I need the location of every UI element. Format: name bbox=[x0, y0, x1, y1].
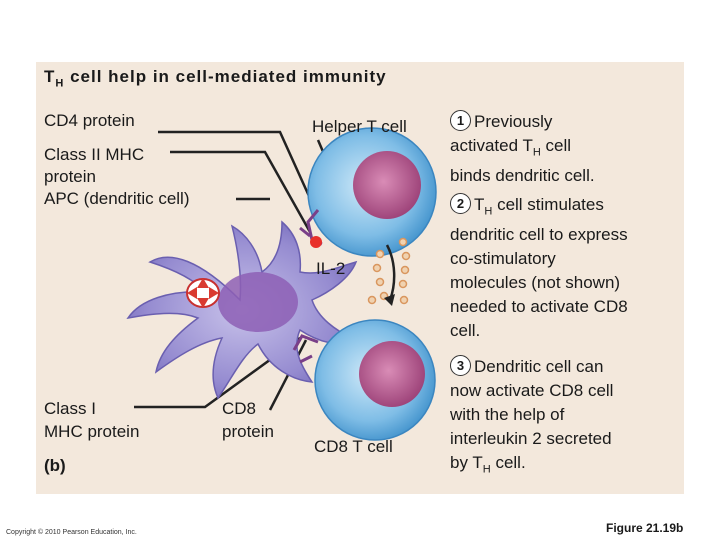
helper-t-label: Helper T cell bbox=[312, 117, 407, 136]
helper-t-cell bbox=[299, 127, 437, 257]
class2-mhc-label-line1: Class II MHC bbox=[44, 145, 145, 164]
class2-leader-line bbox=[170, 150, 312, 233]
cd8-protein-label-line2: protein bbox=[222, 422, 274, 441]
cd4-leader-line bbox=[158, 130, 320, 217]
dendritic-cell bbox=[126, 220, 358, 400]
panel-label: (b) bbox=[44, 456, 66, 475]
cd8-protein-label-line1: CD8 bbox=[222, 399, 257, 418]
apc-label: APC (dendritic cell) bbox=[44, 189, 190, 208]
il2-label: IL-2 bbox=[316, 259, 346, 278]
class2-mhc-label-line2: protein bbox=[44, 167, 96, 186]
step-number-badge: 3 bbox=[450, 355, 471, 376]
leader-lines bbox=[134, 130, 332, 411]
copyright-notice: Copyright © 2010 Pearson Education, Inc. bbox=[6, 529, 137, 536]
figure-title: TH cell help in cell-mediated immunity bbox=[44, 67, 387, 90]
cd4-protein-label: CD4 protein bbox=[44, 111, 135, 130]
class1-mhc-label-line2: MHC protein bbox=[44, 422, 140, 441]
class1-mhc-label-line1: Class I bbox=[44, 399, 96, 418]
cd8-t-cell bbox=[292, 319, 436, 441]
il2-molecules bbox=[367, 237, 411, 305]
costimulatory-marker bbox=[186, 278, 220, 308]
step-number-badge: 2 bbox=[450, 193, 471, 214]
cd8-t-cell-label: CD8 T cell bbox=[314, 437, 393, 456]
step-number-badge: 1 bbox=[450, 110, 471, 131]
cd4-protein-dot bbox=[310, 236, 322, 248]
figure-number: Figure 21.19b bbox=[606, 521, 684, 535]
class1-leader-line bbox=[134, 336, 301, 409]
